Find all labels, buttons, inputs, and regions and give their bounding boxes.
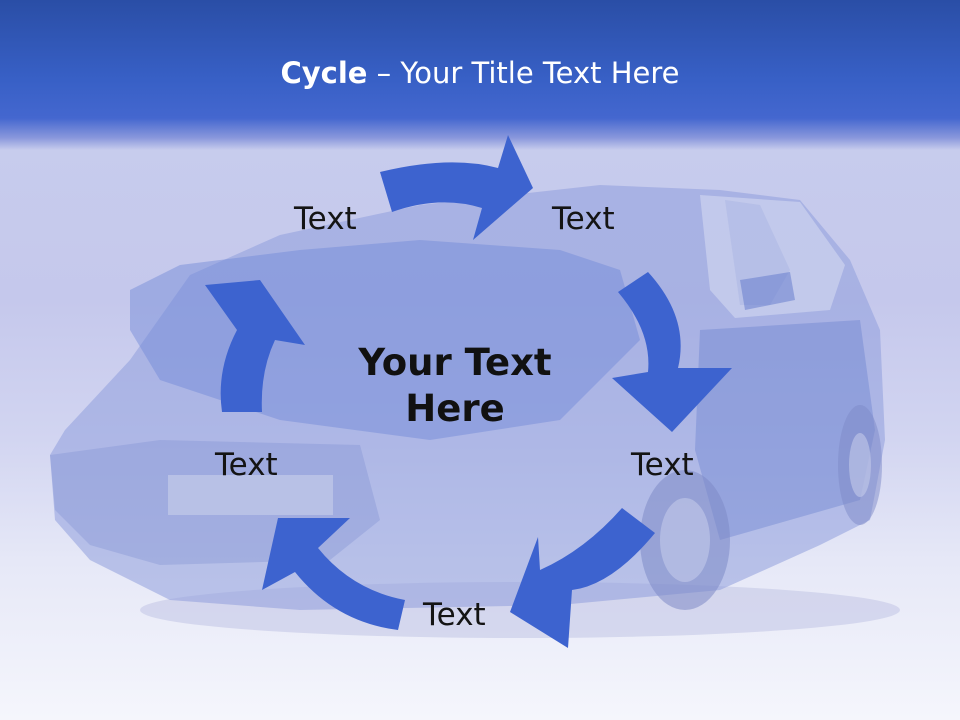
cycle-arrow-top — [380, 135, 533, 240]
cycle-arrow-right-lower — [510, 508, 655, 648]
title-rest: – Your Title Text Here — [367, 56, 680, 90]
cycle-arrow-right-upper — [612, 272, 732, 432]
center-text-line1: Your Text — [358, 341, 552, 384]
center-text: Your Text Here — [335, 340, 575, 433]
cycle-label-bottom: Text — [423, 597, 486, 633]
cycle-arrow-left — [205, 280, 305, 412]
cycle-label-top-right: Text — [552, 201, 615, 237]
cycle-label-top-left: Text — [294, 201, 357, 237]
title-bold-word: Cycle — [280, 56, 368, 90]
cycle-arrow-bottom — [262, 518, 405, 630]
cycle-label-left: Text — [215, 447, 278, 483]
cycle-label-right: Text — [631, 447, 694, 483]
title-banner — [0, 0, 960, 150]
page-title: Cycle – Your Title Text Here — [0, 56, 960, 90]
center-text-line2: Here — [405, 387, 505, 431]
